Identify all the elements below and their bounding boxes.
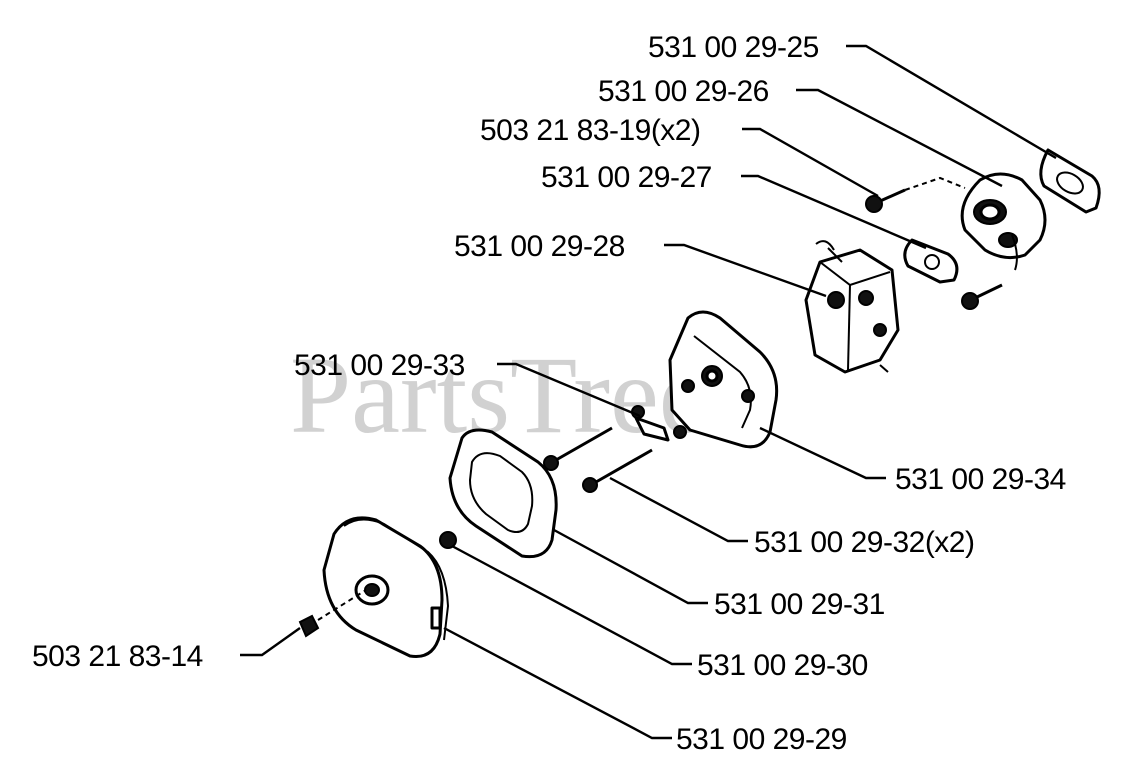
part-label: 531 00 29-26 [598,75,769,108]
part-label: 531 00 29-27 [541,161,712,194]
part-label: 531 00 29-32(x2) [754,526,975,559]
part-label: 531 00 29-34 [895,463,1066,496]
part-label: 503 21 83-14 [32,640,203,673]
long-screw-part [543,426,653,493]
part-label: 531 00 29-29 [676,723,847,756]
screw-part [865,176,1003,310]
part-label: 531 00 29-31 [714,588,885,621]
filter-element-part [448,428,558,559]
gasket-part [1039,148,1101,214]
part-label: 531 00 29-25 [648,31,819,64]
cover-screw-part [298,589,367,638]
part-label: 531 00 29-33 [294,349,465,382]
carb-gasket-part [903,238,959,284]
nut-part [439,531,457,549]
leader-lines [240,44,1057,740]
part-label: 503 21 83-19(x2) [480,114,701,147]
carburetor-part [804,240,900,374]
manifold-part [960,172,1047,271]
filter-housing-part [668,310,779,449]
filter-cover-part [322,516,450,659]
part-label: 531 00 29-28 [454,230,625,263]
part-label: 531 00 29-30 [697,649,868,682]
